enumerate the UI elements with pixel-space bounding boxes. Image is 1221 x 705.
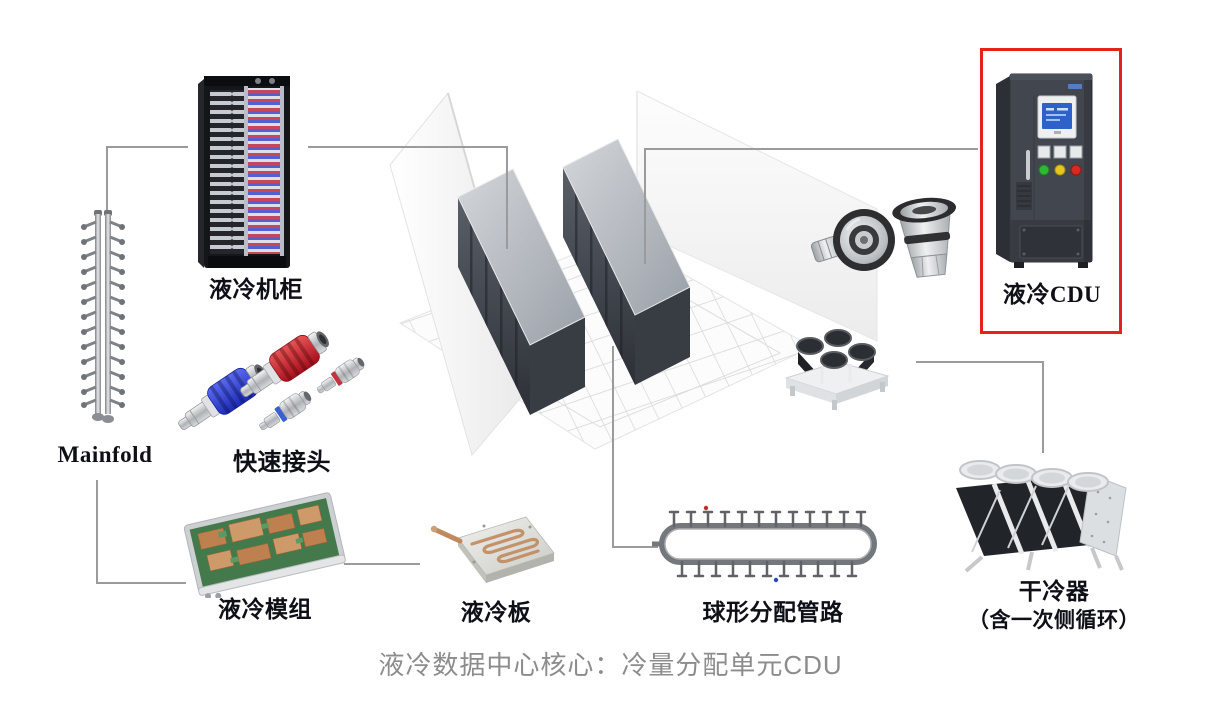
cooling-module-label: 液冷模组 — [218, 597, 312, 622]
cdu-button — [1037, 145, 1051, 159]
cdu-label: 液冷CDU — [1002, 282, 1102, 307]
pipeline-illustration — [652, 505, 877, 583]
small-connector — [259, 391, 312, 431]
cdu-button — [1053, 145, 1067, 159]
dry-cooler-label: 干冷器 （含一次侧循环） — [948, 578, 1160, 633]
connector-line — [96, 480, 98, 584]
cdu-cabinet-illustration — [996, 73, 1093, 268]
rack-cabinet-illustration — [198, 76, 290, 268]
manifold-illustration — [79, 210, 127, 423]
blue-connector — [178, 364, 267, 430]
rack-label: 液冷机柜 — [209, 277, 303, 302]
dry-cooler-illustration — [956, 460, 1127, 573]
connector-line — [106, 146, 108, 210]
red-connector — [240, 331, 329, 397]
connector-line — [612, 346, 614, 548]
dry-cooler-label-line2: （含一次侧循环） — [968, 607, 1140, 632]
connector-line — [506, 146, 508, 249]
quick-connector-label: 快速接头 — [233, 450, 331, 476]
small-connector — [316, 357, 365, 394]
cdu-indicator-green — [1038, 164, 1050, 176]
diagram-caption: 液冷数据中心核心：冷量分配单元CDU — [378, 650, 843, 680]
cdu-indicator-red — [1070, 164, 1082, 176]
coupling-fittings-illustration — [810, 197, 957, 278]
cdu-button — [1069, 145, 1083, 159]
connector-line — [916, 361, 1044, 363]
connector-line — [1042, 361, 1044, 453]
connector-line — [344, 563, 420, 565]
cold-plate-label: 液冷板 — [460, 600, 532, 625]
cdu-highlight-box — [980, 48, 1122, 334]
connector-line — [644, 148, 646, 264]
cdu-indicator-yellow — [1054, 164, 1066, 176]
cold-plate-illustration — [430, 516, 555, 583]
cdu-logo-mark — [1068, 84, 1082, 89]
quick-connector-illustration — [178, 331, 365, 431]
connector-line — [644, 148, 978, 150]
connector-line — [308, 146, 508, 148]
connector-line — [106, 146, 188, 148]
dry-cooler-label-line1: 干冷器 — [1018, 579, 1090, 604]
server-room-illustration — [389, 90, 878, 457]
connector-line — [612, 546, 658, 548]
cooling-module-illustration — [183, 492, 346, 598]
fan-unit-illustration — [784, 329, 890, 410]
pipeline-label: 球形分配管路 — [702, 600, 844, 625]
manifold-label: Mainfold — [57, 442, 153, 467]
connector-line — [96, 582, 186, 584]
cdu-handle — [1026, 150, 1030, 180]
